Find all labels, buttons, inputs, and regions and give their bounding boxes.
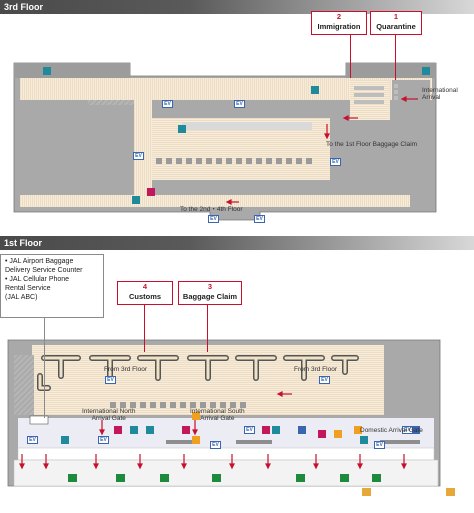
label-intl-south-gate: International South Arrival Gate [190, 408, 245, 422]
callout-number: 4 [142, 282, 148, 291]
floor3-map [13, 62, 437, 221]
floor3-ev-3: EV [133, 152, 144, 160]
floor1-right-gray [384, 345, 434, 415]
bus-icon [296, 474, 305, 482]
floor1-left-gray [14, 355, 34, 415]
label-to-baggage-claim: To the 1st Floor Baggage Claim [326, 141, 418, 148]
floor1-ev-1: EV [105, 376, 116, 384]
bus-icon [340, 474, 349, 482]
callout-line [350, 35, 351, 78]
label-from-3rd-floor-left: From 3rd Floor [104, 366, 147, 373]
floor1-ev-6: EV [244, 426, 255, 434]
floor1-ev-2: EV [319, 376, 330, 384]
label-from-3rd-floor-right: From 3rd Floor [294, 366, 337, 373]
restroom-icon [360, 436, 368, 444]
restroom-icon [422, 67, 430, 75]
floor3-corridor-top [20, 78, 432, 100]
car-rental-icon [446, 488, 455, 496]
callout-number: 1 [393, 12, 399, 21]
floor-tag-3rd: 3rd Floor [0, 0, 474, 14]
restroom-icon [272, 426, 280, 434]
jal-abc-infobox: • JAL Airport Baggage Delivery Service C… [0, 254, 104, 318]
restroom-icon [61, 436, 69, 444]
restroom-icon [262, 426, 270, 434]
bus-icon [212, 474, 221, 482]
floor3-ev-2: EV [234, 100, 245, 108]
currency-exchange-icon [114, 426, 122, 434]
floor3-left-corridor [134, 100, 152, 200]
baby-icon [182, 426, 190, 434]
restroom-icon [43, 67, 51, 75]
label-to-2nd-4th: To the 2nd・4th Floor [180, 206, 243, 213]
callout-immigration: 2 Immigration [311, 11, 367, 35]
callout-customs: 4 Customs [117, 281, 173, 305]
wheelchair-icon [298, 426, 306, 434]
callout-label: Baggage Claim [182, 292, 238, 301]
information-icon [192, 436, 200, 444]
floor1-road [13, 459, 439, 487]
phone-icon [130, 426, 138, 434]
callout-label: Quarantine [376, 22, 416, 31]
floor1-ev-4: EV [98, 436, 109, 444]
restroom-icon [132, 196, 140, 204]
label-international-arrival: International Arrival [422, 87, 458, 101]
floor1-ev-5: EV [210, 441, 221, 449]
floor1-hall [32, 345, 384, 415]
callout-line [395, 35, 396, 80]
callout-baggage-claim: 3 Baggage Claim [178, 281, 242, 305]
callout-number: 2 [336, 12, 342, 21]
floor1-ev-8: EV [374, 441, 385, 449]
label-domestic-arrival-gate: Domestic Arrival Gate [360, 427, 423, 434]
label-intl-north-gate: International North Arrival Gate [82, 408, 136, 422]
floor3-ev-6: EV [254, 215, 265, 223]
bus-icon [68, 474, 77, 482]
floor3-left-gray [24, 105, 134, 195]
floor1-ev-7: EV [402, 426, 413, 434]
restroom-icon [146, 426, 154, 434]
floor3-center-stripe [182, 122, 312, 130]
floor1-exit-strip [17, 447, 435, 461]
bus-icon [160, 474, 169, 482]
floor1-service-icons [61, 412, 455, 496]
floor-tag-1st: 1st Floor [0, 236, 474, 250]
taxi-icon [362, 488, 371, 496]
restroom-icon [178, 125, 186, 133]
callout-quarantine: 1 Quarantine [370, 11, 422, 35]
floor3-bottom-corridor [20, 195, 410, 207]
callout-label: Customs [128, 292, 162, 301]
bus-icon [116, 474, 125, 482]
floor3-arrival-right [392, 80, 430, 104]
floor3-restroom-icons [43, 67, 430, 204]
bus-icon [372, 474, 381, 482]
shop-icon [318, 430, 326, 438]
floor1-ev-3: EV [27, 436, 38, 444]
floor3-ev-1: EV [162, 100, 173, 108]
callout-label: Immigration [317, 22, 361, 31]
callout-number: 3 [207, 282, 213, 291]
nursery-icon [147, 188, 155, 196]
floor3-ev-5: EV [208, 215, 219, 223]
restroom-icon [311, 86, 319, 94]
information-icon [334, 430, 342, 438]
floor3-ev-4: EV [330, 158, 341, 166]
